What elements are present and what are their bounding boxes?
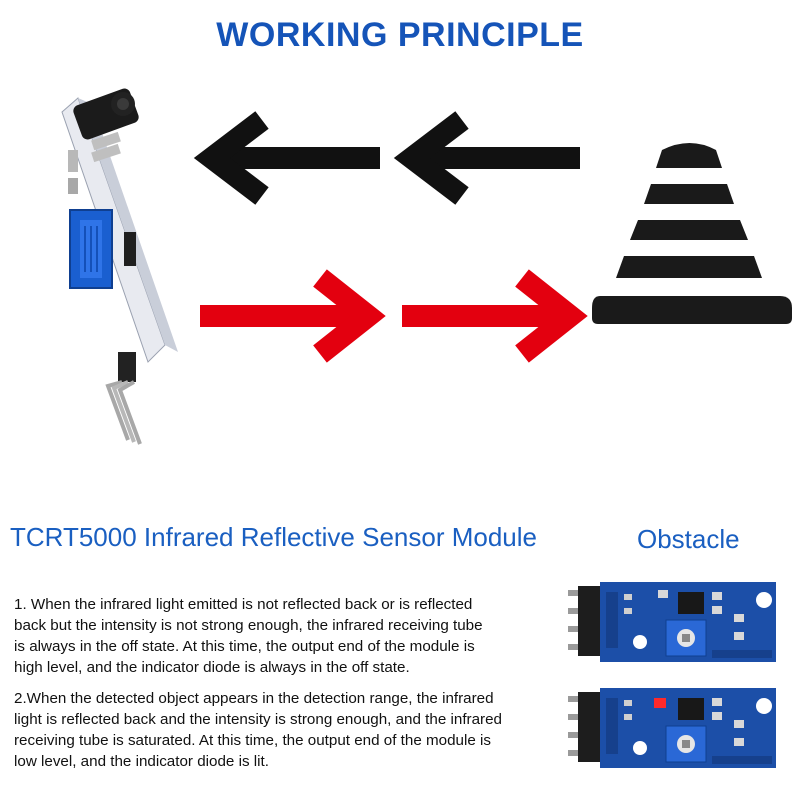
page-title: WORKING PRINCIPLE [216,16,584,54]
reflected-arrow-left-1 [193,111,380,205]
sensor-board-lit [568,688,776,768]
indicator-led [654,698,666,708]
emitted-arrow-right-1 [200,269,386,363]
working-principle-diagram [61,88,792,445]
sensor-module-image [61,88,178,445]
obstacle-label: Obstacle [637,524,740,554]
paragraph-off-state: 1. When the infrared light emitted is no… [14,596,483,676]
module-title: TCRT5000 Infrared Reflective Sensor Modu… [10,522,537,552]
paragraph-on-state: 2.When the detected object appears in th… [14,690,502,770]
emitted-arrow-right-2 [402,269,588,363]
sensor-board-off [568,582,776,662]
traffic-cone-icon [592,143,792,324]
reflected-arrow-left-2 [393,111,580,205]
